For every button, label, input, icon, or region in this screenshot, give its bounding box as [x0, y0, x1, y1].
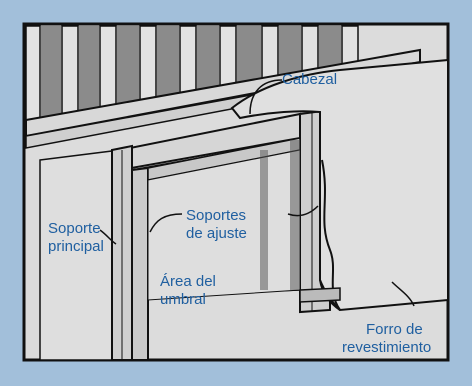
label-cabezal: Cabezal	[282, 71, 337, 88]
label-soportes-ajuste-line1: Soportes	[186, 207, 246, 224]
label-area-umbral-line2: umbral	[160, 291, 206, 308]
sill-plate	[299, 287, 341, 303]
leader-principal	[99, 229, 117, 245]
label-forro-line2: revestimiento	[342, 339, 431, 356]
label-soportes-ajuste-line2: de ajuste	[186, 225, 247, 242]
left-wall-face	[39, 149, 121, 361]
leader-cabezal	[249, 79, 283, 115]
leader-lines	[99, 79, 415, 307]
label-soporte-principal-line1: Soporte	[48, 220, 101, 237]
leader-ajuste-left	[149, 213, 183, 233]
label-area-umbral-line1: Área del	[160, 273, 216, 290]
trimmer-stud-left	[131, 166, 149, 361]
label-soporte-principal-line2: principal	[48, 238, 104, 255]
leader-ajuste-right	[287, 205, 319, 217]
label-forro-line1: Forro de	[366, 321, 423, 338]
leader-forro	[391, 281, 415, 307]
